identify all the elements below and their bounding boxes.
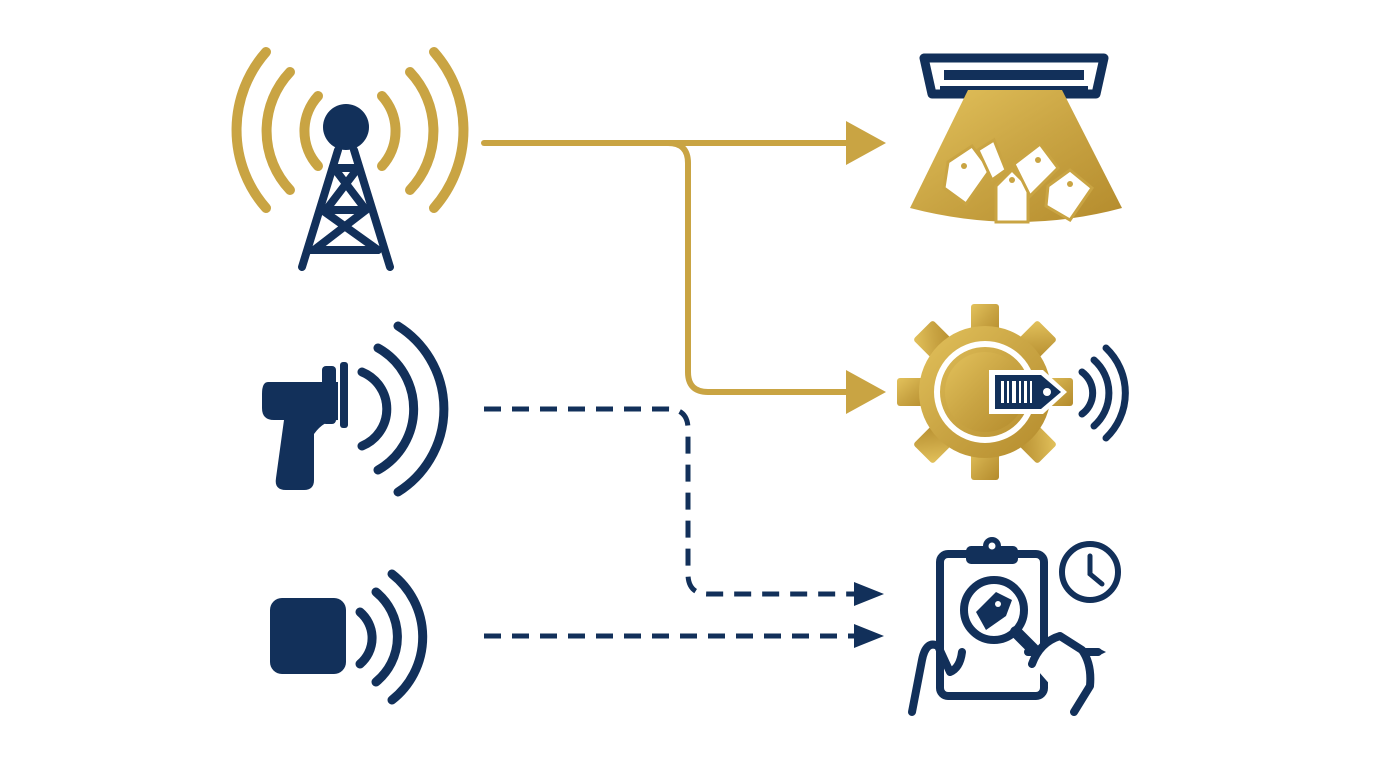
connector-scanner-to-clipboard xyxy=(484,406,856,597)
clipboard-inspection-icon xyxy=(908,537,1121,716)
arrowhead-clipboard-lower xyxy=(854,624,884,648)
arrowhead-portal xyxy=(846,121,886,165)
arrowhead-gear xyxy=(846,370,886,414)
rfid-chip-icon xyxy=(270,569,428,705)
cell-tower-icon xyxy=(231,47,469,271)
barcode-scanner-icon xyxy=(262,321,449,497)
connectors xyxy=(481,121,886,648)
bulk-tag-portal-icon xyxy=(910,53,1122,224)
gear-tag-icon xyxy=(897,304,1129,480)
arrowhead-clipboard-upper xyxy=(854,582,884,606)
connector-tower-to-gear xyxy=(665,140,853,395)
